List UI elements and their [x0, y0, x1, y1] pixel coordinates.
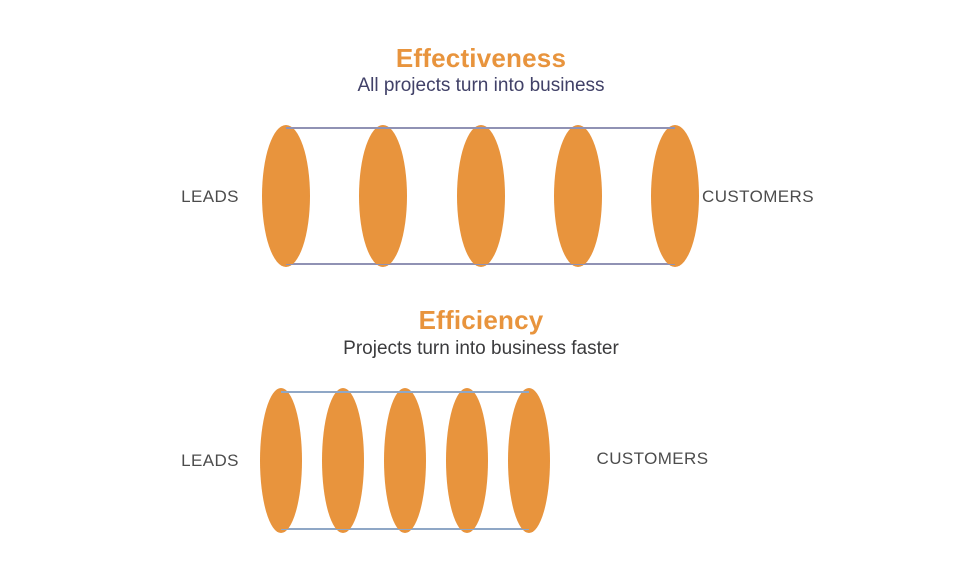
- leads-label: LEADS: [181, 451, 239, 470]
- pipeline-disk: [553, 125, 602, 267]
- efficiency-title: Efficiency: [418, 305, 544, 335]
- pipeline-disk: [456, 125, 505, 267]
- pipeline-disk: [260, 388, 302, 533]
- pipeline-disk: [262, 125, 310, 267]
- pipeline-disks: [262, 125, 699, 267]
- pipeline-disk: [446, 388, 488, 533]
- pipeline-top-line: [281, 391, 529, 393]
- pipeline-bottom-line: [286, 263, 675, 265]
- customers-label: CUSTOMERS: [702, 187, 814, 206]
- leads-label: LEADS: [181, 187, 239, 206]
- pipeline-disk: [508, 388, 550, 533]
- efficiency-pipeline-diagram: [260, 388, 550, 533]
- pipeline-disk: [359, 125, 408, 267]
- pipeline-bottom-line: [281, 528, 529, 530]
- effectiveness-pipeline-diagram: [262, 125, 699, 267]
- pipeline-disk: [384, 388, 426, 533]
- pipeline-top-line: [286, 127, 675, 129]
- effectiveness-subtitle: All projects turn into business: [357, 75, 605, 96]
- pipeline-disks: [260, 388, 550, 533]
- effectiveness-title: Effectiveness: [395, 43, 567, 73]
- pipeline-disk: [322, 388, 364, 533]
- efficiency-subtitle: Projects turn into business faster: [343, 338, 619, 359]
- customers-label: CUSTOMERS: [596, 449, 709, 468]
- pipeline-disk: [651, 125, 699, 267]
